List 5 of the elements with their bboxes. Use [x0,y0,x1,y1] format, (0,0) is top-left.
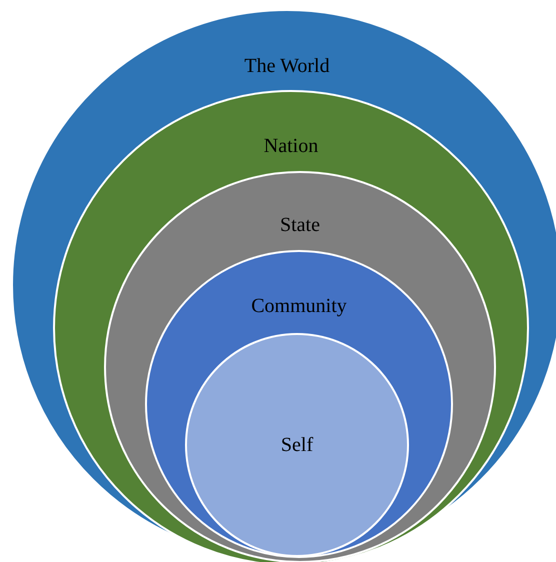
region-label: Community [250,294,348,318]
region-label: The World [243,54,331,78]
region-label: Nation [262,134,320,158]
region-label: Self [280,433,314,457]
region-label: State [279,213,321,237]
